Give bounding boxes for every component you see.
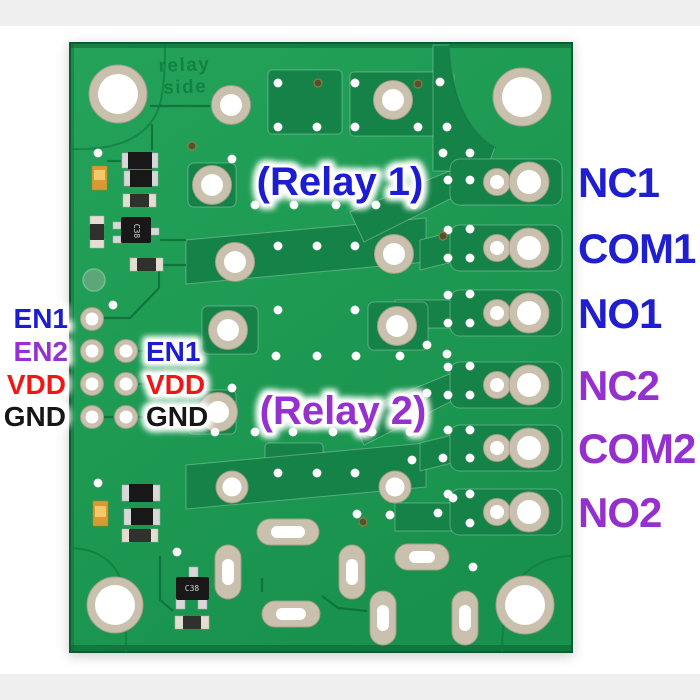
relay2-label: (Relay 2) — [260, 389, 427, 433]
annotation-labels: (Relay 1) (Relay 2) EN1 EN2 VDD GND EN1 … — [1, 158, 697, 537]
slot-pads — [214, 518, 479, 646]
mounting-hole — [492, 67, 552, 127]
mounting-hole — [86, 576, 144, 634]
mounting-hole — [88, 64, 148, 124]
pin-label-com1: COM1 — [578, 225, 696, 272]
pin-label-no1: NO1 — [578, 290, 662, 337]
pin-label-nc1: NC1 — [578, 159, 660, 206]
pin-label-en2-outer: EN2 — [14, 336, 68, 367]
pad-row-nc1 — [483, 161, 550, 203]
right-header-pads — [483, 161, 550, 533]
pin-label-vdd-inner: VDD — [146, 369, 205, 400]
transistor-marking: C38 — [185, 584, 200, 593]
resistor — [89, 215, 105, 249]
board-bottom-edge-shade — [70, 645, 572, 652]
slot-pad-horizontal — [261, 600, 321, 628]
relay2-pads — [198, 306, 417, 504]
silkscreen-relay-side: relay side — [158, 54, 211, 99]
smd-components-upper: C38 — [82, 152, 164, 292]
resistor — [174, 615, 210, 630]
relay1-pads — [192, 80, 414, 282]
transistor-sot23: C38 — [112, 217, 160, 244]
pad-row-com2 — [483, 427, 550, 469]
vias — [93, 77, 478, 572]
pad-row-com1 — [483, 227, 550, 269]
left-header-pads — [80, 307, 138, 429]
smd-components-lower: C38 — [92, 484, 210, 630]
pad-row-no1 — [483, 292, 550, 334]
pin-label-nc2: NC2 — [578, 362, 659, 409]
pin-label-com2: COM2 — [578, 425, 695, 472]
silkscreen-line1: relay — [158, 54, 211, 77]
slot-pad-vertical — [338, 544, 366, 600]
board-left-edge-shade — [70, 43, 74, 652]
mounting-holes — [86, 64, 555, 635]
right-pin-labels: NC1 COM1 NO1 NC2 COM2 NO2 — [578, 159, 697, 536]
slot-pad-vertical — [369, 590, 397, 646]
pad-row-nc2 — [483, 364, 550, 406]
diode — [121, 484, 161, 502]
silk-circle-mark — [82, 268, 106, 292]
pad-row-no2 — [483, 491, 550, 533]
resistor — [129, 257, 164, 272]
slot-pad-vertical — [214, 544, 242, 600]
traces — [69, 44, 573, 653]
pin-label-en1-outer: EN1 — [14, 303, 68, 334]
pin-label-no2: NO2 — [578, 489, 661, 536]
slot-pad-vertical — [451, 590, 479, 646]
led — [91, 165, 108, 191]
diode — [121, 152, 159, 169]
led — [92, 500, 109, 527]
relay1-label: (Relay 1) — [257, 160, 424, 204]
pin-label-gnd-inner: GND — [146, 401, 208, 432]
diode — [123, 508, 161, 526]
relay-pads — [192, 80, 417, 504]
bottom-gray-band — [0, 674, 700, 700]
board-top-edge-shade — [70, 43, 572, 48]
left-outer-pin-labels: EN1 EN2 VDD GND — [1, 301, 70, 435]
mounting-hole — [495, 575, 555, 635]
left-inner-pin-labels: EN1 VDD GND — [144, 334, 211, 435]
slot-pad-horizontal — [394, 543, 450, 571]
transistor-marking: C38 — [132, 224, 141, 239]
pin-label-vdd-outer: VDD — [7, 369, 66, 400]
pin-label-gnd-outer: GND — [4, 401, 66, 432]
slot-pad-horizontal — [256, 518, 320, 546]
silkscreen-line2: side — [163, 76, 208, 99]
resistor — [121, 528, 159, 543]
top-gray-band — [0, 0, 700, 26]
pin-label-en1-inner: EN1 — [146, 336, 200, 367]
transistor-sot23: C38 — [175, 566, 209, 610]
diode — [123, 170, 159, 187]
resistor — [122, 193, 157, 208]
pcb-board: relay side — [69, 42, 573, 653]
